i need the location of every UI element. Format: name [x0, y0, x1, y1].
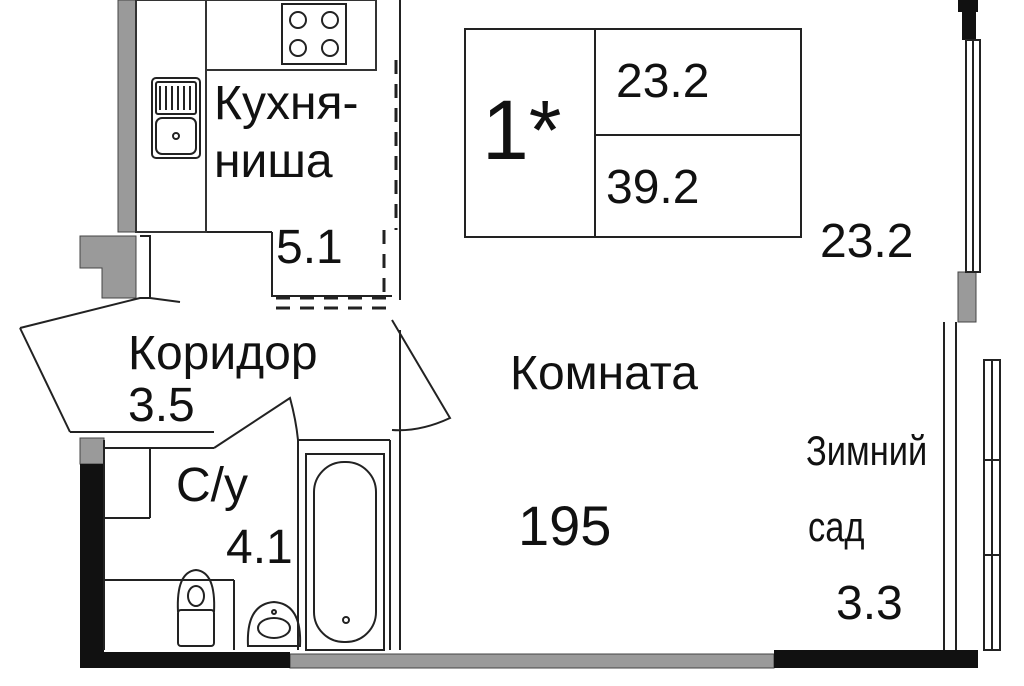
wall-right-top	[957, 271, 977, 323]
door-bath	[213, 396, 299, 449]
wall-left-notch	[79, 235, 137, 299]
corridor-area: 3.5	[128, 379, 195, 432]
bathroom-area: 4.1	[226, 521, 293, 574]
room-count: 1*	[482, 83, 562, 177]
wall-left-bath	[79, 437, 105, 465]
kitchen-sink-icon	[151, 77, 201, 159]
winter-garden-name-line2: сад	[808, 503, 865, 550]
kitchen-name-line2: ниша	[214, 135, 333, 188]
wall-bottom-black-left	[80, 652, 290, 668]
winter-garden-area: 3.3	[836, 577, 903, 630]
kitchen-counter	[135, 0, 377, 233]
total-area-value: 39.2	[606, 161, 700, 214]
washbasin-icon	[246, 600, 302, 647]
windows-right	[943, 39, 1001, 651]
info-divider-vertical	[594, 30, 596, 236]
wall-bottom-black-right	[774, 650, 978, 668]
stove-icon	[281, 3, 347, 65]
kitchen-niche-boundary	[276, 60, 398, 310]
doors	[19, 297, 452, 449]
partitions	[103, 0, 401, 650]
living-area-label: 23.2	[820, 215, 914, 268]
door-room	[391, 319, 452, 432]
room-number: 195	[518, 494, 612, 557]
living-area-value: 23.2	[616, 55, 710, 108]
info-divider-horizontal	[594, 134, 800, 136]
bathroom-name: С/у	[176, 459, 248, 512]
winter-garden-name-line1: Зимний	[806, 427, 928, 474]
kitchen-name-line1: Кухня-	[214, 77, 359, 130]
bathtub-icon	[305, 453, 385, 651]
wall-left-black	[80, 464, 104, 668]
info-box: 1* 23.2 39.2	[464, 28, 802, 238]
structural-walls	[80, 0, 978, 668]
toilet-icon	[176, 568, 216, 647]
kitchen-area: 5.1	[276, 221, 343, 274]
door-entrance	[19, 297, 181, 329]
corridor-name: Коридор	[128, 327, 318, 380]
wall-right-black	[958, 0, 978, 12]
wall-bottom-gray	[289, 653, 775, 669]
wall-left-kitchen	[117, 0, 137, 233]
living-room-name: Комната	[510, 347, 698, 400]
